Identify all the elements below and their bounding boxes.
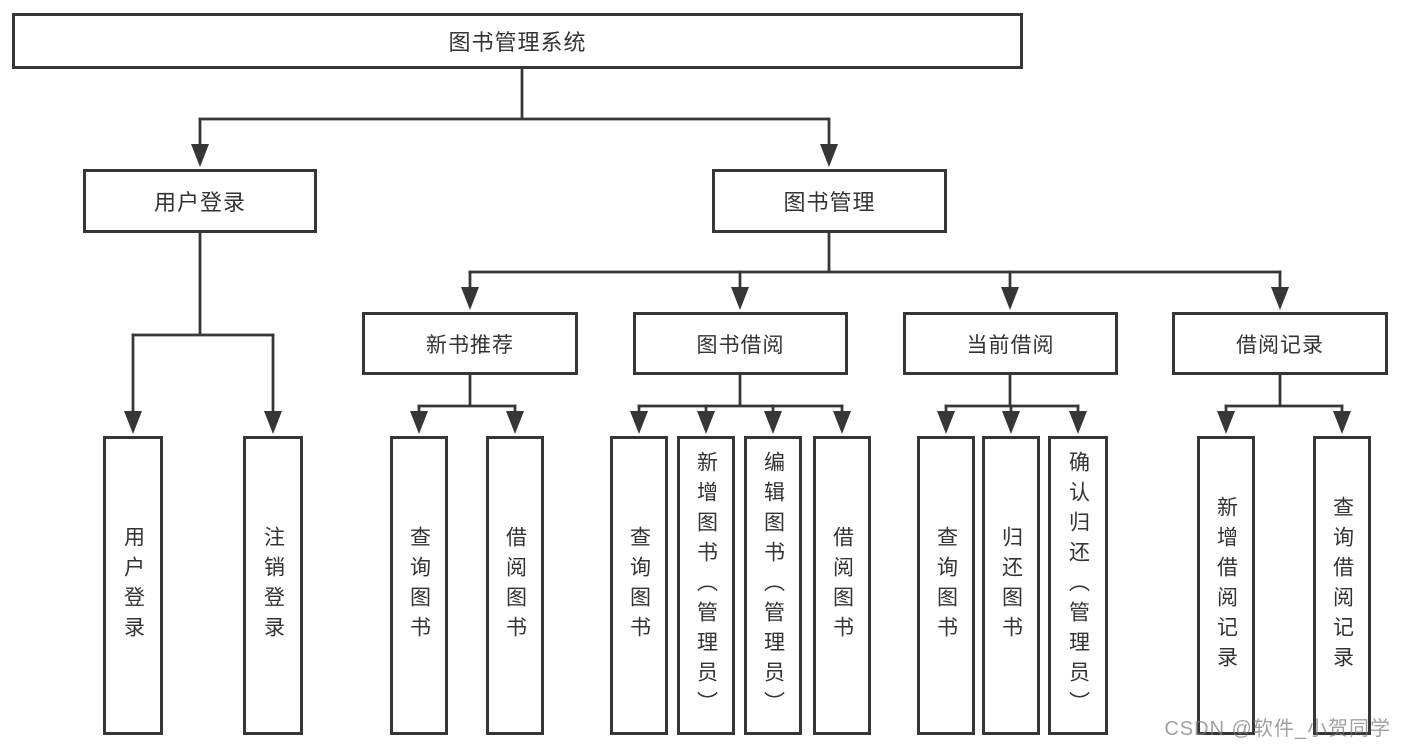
leaf-query-books-current: 查询图书 xyxy=(917,436,975,735)
node-library-system-label: 图书管理系统 xyxy=(448,30,587,55)
leaf-borrow-books-recommend: 借阅图书 xyxy=(486,436,544,735)
node-current-borrowing: 当前借阅 xyxy=(903,312,1118,375)
node-current-borrowing-label: 当前借阅 xyxy=(966,333,1055,357)
node-new-book-recommend-label: 新书推荐 xyxy=(426,333,514,357)
leaf-query-books-borrowing: 查询图书 xyxy=(610,436,668,735)
node-book-management: 图书管理 xyxy=(712,169,947,233)
leaf-query-borrow-record: 查询借阅记录 xyxy=(1313,436,1371,735)
node-borrow-records: 借阅记录 xyxy=(1172,312,1388,375)
leaf-confirm-return-admin: 确认归还（管理员） xyxy=(1048,436,1108,735)
node-book-management-label: 图书管理 xyxy=(783,190,876,215)
node-book-borrowing-label: 图书借阅 xyxy=(696,333,785,357)
leaf-borrow-books: 借阅图书 xyxy=(813,436,871,735)
leaf-return-books: 归还图书 xyxy=(982,436,1040,735)
node-user-login-label: 用户登录 xyxy=(153,190,246,215)
node-borrow-records-label: 借阅记录 xyxy=(1236,333,1324,357)
leaf-logout: 注销登录 xyxy=(243,436,303,735)
csdn-watermark: CSDN @软件_小贺同学 xyxy=(1164,718,1391,740)
node-user-login: 用户登录 xyxy=(83,169,317,233)
node-new-book-recommend: 新书推荐 xyxy=(362,312,578,375)
leaf-add-books-admin: 新增图书（管理员） xyxy=(677,436,735,735)
node-library-system: 图书管理系统 xyxy=(12,13,1023,69)
leaf-add-borrow-record: 新增借阅记录 xyxy=(1197,436,1255,735)
node-book-borrowing: 图书借阅 xyxy=(633,312,848,375)
leaf-edit-books-admin: 编辑图书（管理员） xyxy=(744,436,802,735)
leaf-query-books-recommend: 查询图书 xyxy=(390,436,448,735)
leaf-user-login: 用户登录 xyxy=(103,436,163,735)
